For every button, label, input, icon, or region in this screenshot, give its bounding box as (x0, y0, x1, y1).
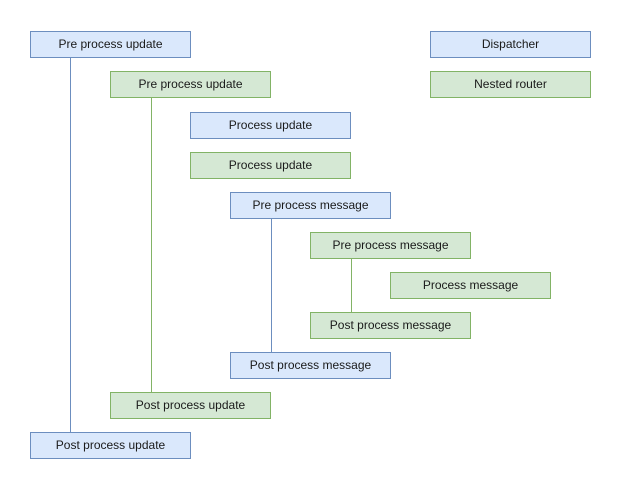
node-process-message-router[interactable]: Process message (390, 272, 551, 299)
legend-item-dispatcher[interactable]: Dispatcher (430, 31, 591, 58)
node-pre-process-message-dispatcher[interactable]: Pre process message (230, 192, 391, 219)
node-pre-process-update-dispatcher[interactable]: Pre process update (30, 31, 191, 58)
edge-dispatcher-update (70, 58, 71, 432)
edge-dispatcher-message (271, 219, 272, 352)
node-post-process-update-dispatcher[interactable]: Post process update (30, 432, 191, 459)
edge-router-message (351, 259, 352, 312)
legend-item-nested-router[interactable]: Nested router (430, 71, 591, 98)
node-post-process-message-dispatcher[interactable]: Post process message (230, 352, 391, 379)
node-pre-process-message-router[interactable]: Pre process message (310, 232, 471, 259)
node-process-update-router[interactable]: Process update (190, 152, 351, 179)
node-post-process-message-router[interactable]: Post process message (310, 312, 471, 339)
edge-router-update (151, 98, 152, 392)
node-pre-process-update-router[interactable]: Pre process update (110, 71, 271, 98)
node-process-update-dispatcher[interactable]: Process update (190, 112, 351, 139)
node-post-process-update-router[interactable]: Post process update (110, 392, 271, 419)
